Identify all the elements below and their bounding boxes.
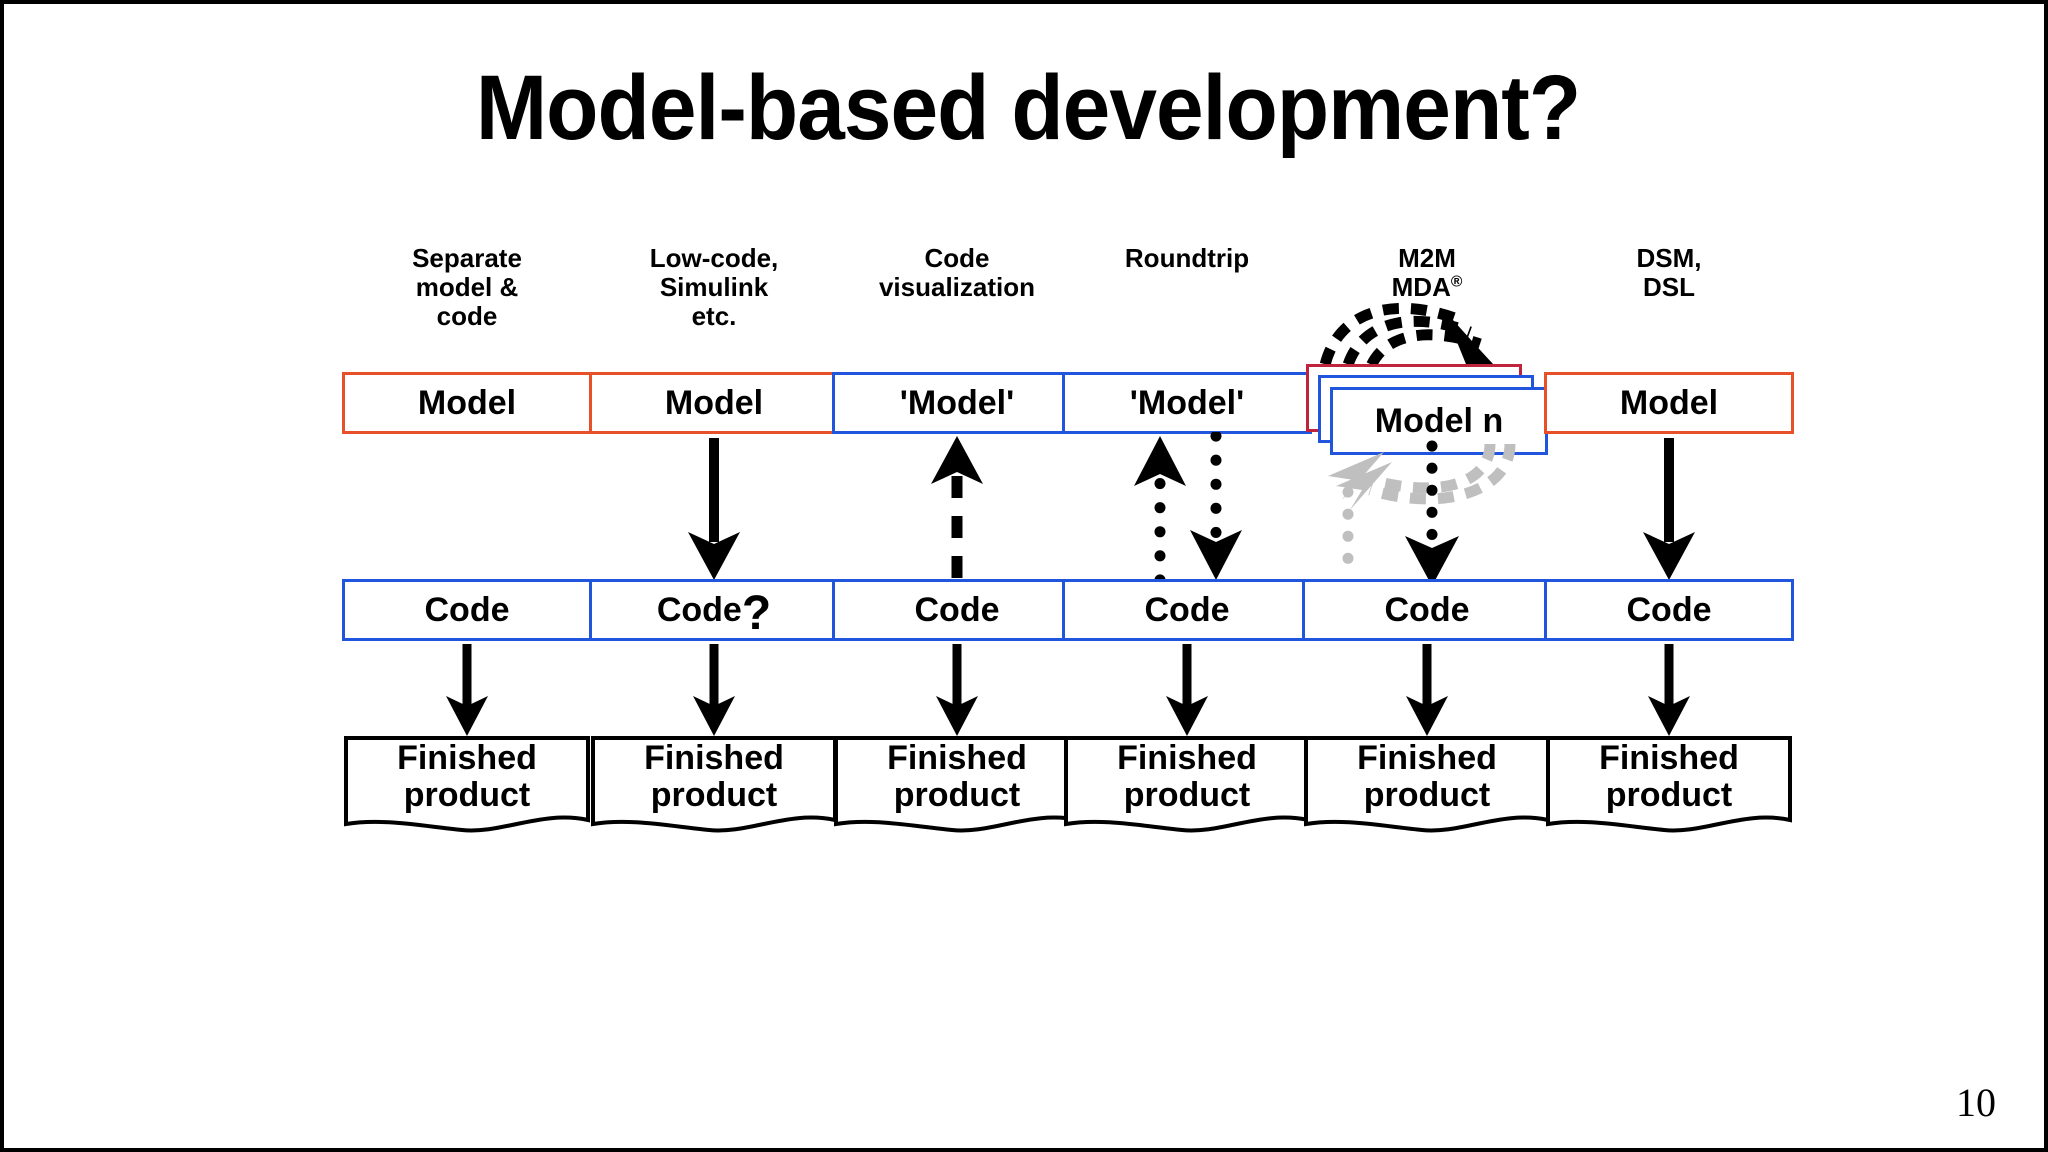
model-box-wrapper: 'Model' [832, 372, 1082, 434]
header-line: Separate [412, 243, 522, 273]
model-box[interactable]: Model [1544, 372, 1794, 434]
solid-down-arrow-icon [936, 644, 978, 736]
code-to-product-arrow-zone [1062, 640, 1312, 738]
code-box-wrapper: Code [1062, 579, 1312, 641]
code-box[interactable]: Code? [589, 579, 839, 641]
registered-mark: ® [1450, 273, 1463, 291]
code-box[interactable]: Code [1302, 579, 1552, 641]
page-number: 10 [1956, 1080, 1996, 1125]
solid-down-arrow-icon [446, 644, 488, 736]
document-shape-icon [1546, 736, 1792, 833]
document-shape-icon [1304, 736, 1550, 833]
header-line: Simulink [659, 272, 769, 303]
finished-product-document[interactable]: Finished product [589, 734, 839, 834]
code-to-product-arrow-zone [589, 640, 839, 738]
finished-product-document[interactable]: Finished product [1062, 734, 1312, 834]
code-box[interactable]: Code [342, 579, 592, 641]
code-box-wrapper: Code [832, 579, 1082, 641]
header-line: Roundtrip [1124, 243, 1250, 273]
header-line: Low-code, [649, 243, 779, 273]
header-line: code [436, 301, 498, 332]
code-to-product-arrow-zone [342, 640, 592, 738]
page-title: Model-based development? [475, 57, 1581, 159]
model-to-code-arrow-zone [832, 432, 1082, 582]
code-label: Code [656, 590, 742, 629]
model-box-wrapper: Model [589, 372, 839, 434]
model-stack-box-front[interactable]: Model n [1330, 387, 1548, 455]
dashed-up-arrow-icon [931, 436, 983, 578]
solid-down-arrow-icon [1648, 644, 1690, 736]
code-to-product-arrow-zone [1544, 640, 1794, 738]
column-m2m-mda: M2M MDA® Model n Code [1302, 243, 1552, 833]
code-box[interactable]: Code [1544, 579, 1794, 641]
finished-product-wrapper: Finished product [342, 734, 592, 834]
column-code-visualization: Code visualization 'Model' Code [832, 243, 1082, 833]
header-line: MDA® [1302, 273, 1552, 302]
m2m-transform-curves-bottom-icon [1328, 440, 1516, 586]
column-header-roundtrip: Roundtrip [1062, 243, 1312, 342]
column-dsm-dsl: DSM, DSL Model Code [1544, 243, 1794, 833]
column-header-dsm-dsl: DSM, DSL [1544, 243, 1794, 342]
model-box-wrapper: 'Model' [1062, 372, 1312, 434]
finished-product-wrapper: Finished product [1302, 734, 1552, 834]
finished-product-wrapper: Finished product [589, 734, 839, 834]
solid-down-arrow-icon [1406, 644, 1448, 736]
model-box[interactable]: Model [342, 372, 592, 434]
code-to-product-arrow-zone [1302, 640, 1552, 738]
header-line: Code [924, 243, 990, 273]
model-box[interactable]: 'Model' [1062, 372, 1312, 434]
header-line: DSM, [1636, 243, 1702, 273]
finished-product-document[interactable]: Finished product [832, 734, 1082, 834]
code-box-wrapper: Code? [589, 579, 839, 641]
finished-product-document[interactable]: Finished product [342, 734, 592, 834]
solid-down-arrow-icon [693, 644, 735, 736]
model-box-wrapper: Model [342, 372, 592, 434]
code-box-wrapper: Code [1302, 579, 1552, 641]
document-shape-icon [591, 736, 837, 833]
header-line: DSL [1643, 272, 1695, 303]
code-to-product-arrow-zone [832, 640, 1082, 738]
model-to-code-arrow-zone [1544, 432, 1794, 582]
header-line-text: MDA [1391, 272, 1451, 303]
finished-product-wrapper: Finished product [832, 734, 1082, 834]
model-to-code-arrow-zone [589, 432, 839, 582]
finished-product-document[interactable]: Finished product [1544, 734, 1794, 834]
solid-down-arrow-icon [1643, 438, 1695, 580]
finished-product-wrapper: Finished product [1544, 734, 1794, 834]
column-low-code-simulink: Low-code, Simulink etc. Model Code? [589, 243, 839, 833]
column-header-m2m-mda: M2M MDA® [1302, 243, 1552, 342]
model-stack: Model n [1302, 364, 1552, 455]
code-box-wrapper: Code [342, 579, 592, 641]
code-box[interactable]: Code [832, 579, 1082, 641]
document-shape-icon [834, 736, 1080, 833]
code-box[interactable]: Code [1062, 579, 1312, 641]
model-box[interactable]: 'Model' [832, 372, 1082, 434]
model-box[interactable]: Model [589, 372, 839, 434]
finished-product-document[interactable]: Finished product [1302, 734, 1552, 834]
solid-down-arrow-icon [688, 438, 740, 580]
header-line: model & [415, 272, 519, 303]
model-to-code-arrow-zone [1062, 430, 1312, 586]
header-line: etc. [691, 301, 737, 332]
document-shape-icon [1064, 736, 1310, 833]
column-roundtrip: Roundtrip 'Model' Code [1062, 243, 1312, 833]
header-line: M2M [1398, 243, 1456, 273]
dotted-up-and-down-arrows-icon [1134, 430, 1242, 586]
column-separate-model-and-code: Separate model & code Model Code [342, 243, 592, 833]
header-line: visualization [878, 272, 1036, 303]
code-box-wrapper: Code [1544, 579, 1794, 641]
column-header-low-code-simulink: Low-code, Simulink etc. [589, 243, 839, 342]
solid-down-arrow-icon [1166, 644, 1208, 736]
model-to-code-arrow-zone [342, 432, 592, 582]
column-header-code-visualization: Code visualization [832, 243, 1082, 342]
finished-product-wrapper: Finished product [1062, 734, 1312, 834]
document-shape-icon [344, 736, 590, 833]
column-header-separate-model-and-code: Separate model & code [342, 243, 592, 342]
model-box-wrapper: Model [1544, 372, 1794, 434]
